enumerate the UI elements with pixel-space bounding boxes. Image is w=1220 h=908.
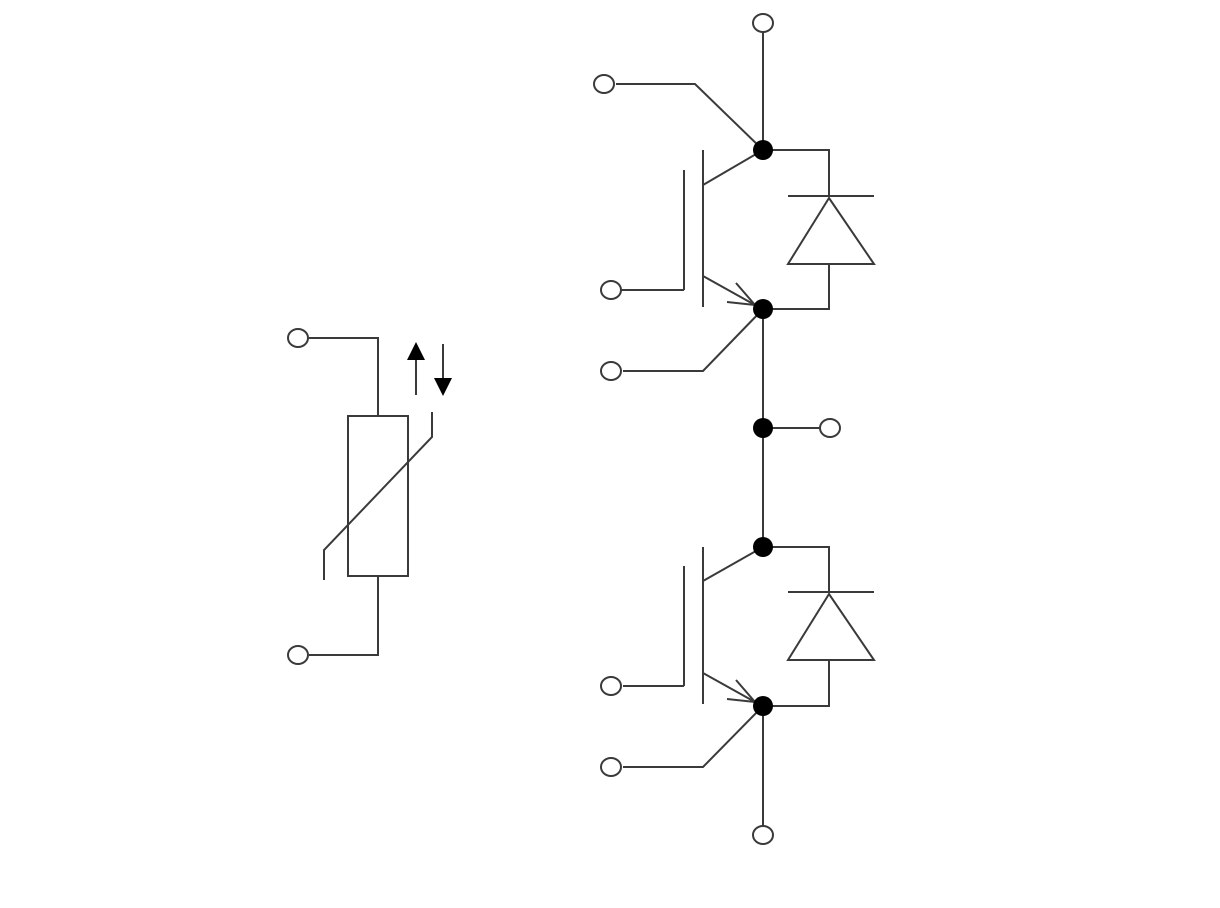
terminal-lower-gate <box>600 676 622 696</box>
terminal-upper-emitter-sense <box>600 361 622 381</box>
thermistor-nonlinear-line <box>323 412 433 580</box>
terminal-upper-gate <box>600 280 622 300</box>
junction-midpoint <box>753 418 773 438</box>
junction-upper-collector <box>753 140 773 160</box>
terminal-upper-collector-sense <box>593 74 615 94</box>
terminal-dc-minus <box>752 825 774 845</box>
junction-dots <box>753 140 773 716</box>
junction-lower-emitter <box>753 696 773 716</box>
thermistor-top-lead <box>309 337 379 416</box>
freewheel-diode-lower <box>763 546 876 707</box>
thermistor-terminal-top <box>287 328 309 348</box>
open-terminals <box>593 13 841 845</box>
temperature-up-arrow-icon <box>407 342 425 395</box>
resistance-down-arrow-icon <box>434 344 452 396</box>
thermistor-symbol <box>287 328 452 665</box>
igbt-lower-collector <box>702 546 764 582</box>
thermistor-bottom-lead <box>309 576 379 656</box>
igbt-lower <box>623 546 764 768</box>
thermistor-body <box>347 415 409 577</box>
igbt-upper-collector-sense-lead <box>616 83 764 151</box>
terminal-output <box>819 418 841 438</box>
junction-lower-collector <box>753 537 773 557</box>
igbt-upper <box>616 83 764 372</box>
diode-upper-triangle <box>786 196 876 265</box>
terminal-lower-emitter-sense <box>600 757 622 777</box>
igbt-upper-emitter-sense-lead <box>623 308 764 372</box>
freewheel-diode-upper <box>763 149 876 310</box>
igbt-upper-collector <box>702 149 764 186</box>
thermistor-terminal-bottom <box>287 645 309 665</box>
igbt-lower-emitter <box>702 672 756 703</box>
terminal-dc-plus <box>752 13 774 33</box>
igbt-upper-emitter <box>702 275 756 306</box>
igbt-lower-emitter-sense-lead <box>623 705 764 768</box>
junction-upper-emitter <box>753 299 773 319</box>
diode-lower-triangle <box>786 592 876 661</box>
